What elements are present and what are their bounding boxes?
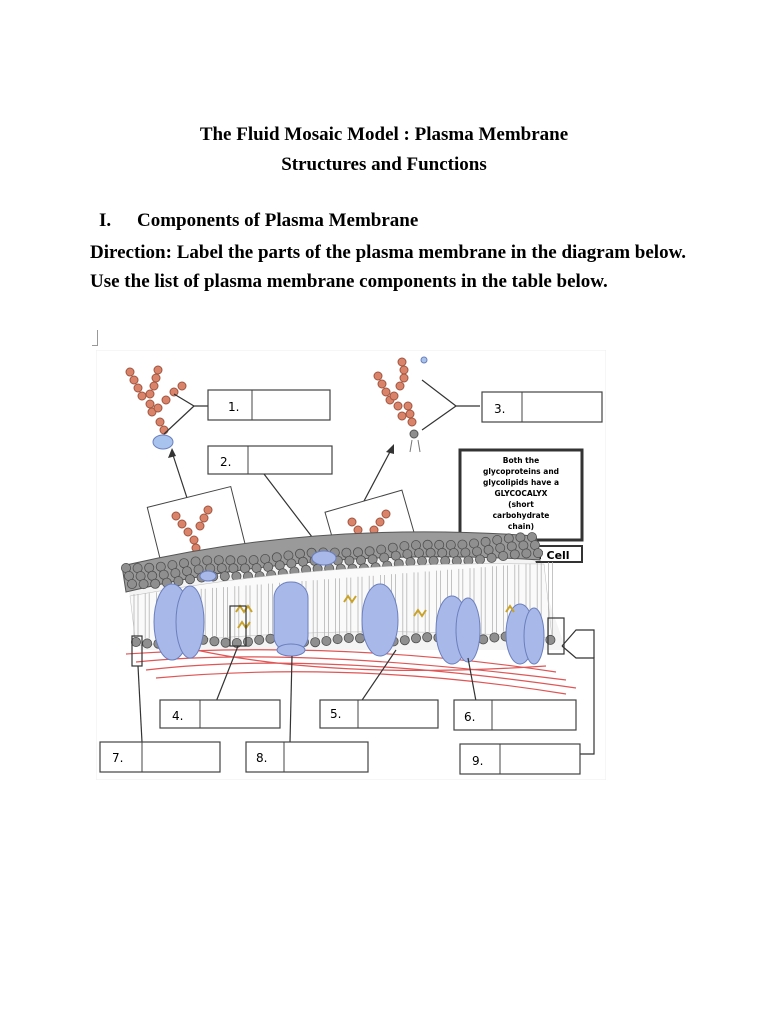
label-number-7: 7. [112, 751, 123, 765]
phospholipid-head [151, 579, 160, 588]
section-heading: I.Components of Plasma Membrane [99, 210, 418, 232]
phospholipid-head [411, 634, 420, 643]
plasma-membrane-diagram: 1. 3. 2. Both the glycop [96, 350, 606, 780]
label-box-6[interactable]: 6. [454, 700, 576, 730]
phospholipid-head [131, 637, 140, 646]
phospholipid-head [510, 550, 519, 559]
glycolipid-chain-right [374, 358, 416, 426]
page-title-line-1: The Fluid Mosaic Model : Plasma Membrane [0, 124, 768, 146]
section-title: Components of Plasma Membrane [137, 210, 418, 231]
label-number-8: 8. [256, 751, 267, 765]
page-title-line-2: Structures and Functions [0, 154, 768, 176]
phospholipid-head [499, 551, 508, 560]
phospholipid-head [546, 635, 555, 644]
phospholipid-head [221, 638, 230, 647]
phospholipid-head [220, 572, 229, 581]
phospholipid-head [243, 637, 252, 646]
phospholipid-head [533, 549, 542, 558]
phospholipid-head [475, 555, 484, 564]
note-line-1: Both the [503, 456, 539, 465]
glycoprotein-chain-left [126, 366, 186, 434]
note-line-7: chain) [508, 522, 534, 531]
label-number-1: 1. [228, 400, 239, 414]
phospholipid-head [522, 549, 531, 558]
phospholipid-head [490, 633, 499, 642]
label-box-1[interactable]: 1. [208, 390, 330, 420]
label-number-3: 3. [494, 402, 505, 416]
label-number-9: 9. [472, 754, 483, 768]
label-number-4: 4. [172, 709, 183, 723]
label-box-4[interactable]: 4. [160, 700, 280, 728]
phospholipid-head [429, 556, 438, 565]
phospholipid-head [417, 557, 426, 566]
glycocalyx-note-box: Both the glycoproteins and glycolipids h… [460, 450, 582, 540]
note-line-2: glycoproteins and [483, 467, 559, 476]
phospholipid-head [423, 633, 432, 642]
direction-text: Direction: Label the parts of the plasma… [90, 238, 690, 296]
phospholipid-head [255, 635, 264, 644]
label-box-5[interactable]: 5. [320, 700, 438, 728]
section-number: I. [99, 210, 137, 232]
note-line-5: (short [508, 500, 534, 509]
label-box-7[interactable]: 7. [100, 742, 220, 772]
phospholipid-head [185, 575, 194, 584]
phospholipid-head [139, 580, 148, 589]
note-line-4: GLYCOCALYX [495, 489, 548, 498]
phospholipid-head [333, 635, 342, 644]
label-box-9[interactable]: 9. [460, 744, 580, 774]
label-number-2: 2. [220, 455, 231, 469]
phospholipid-head [127, 579, 136, 588]
label-number-5: 5. [330, 707, 341, 721]
label-box-2[interactable]: 2. [208, 446, 332, 474]
phospholipid-head [143, 639, 152, 648]
label-number-6: 6. [464, 710, 475, 724]
label-box-3[interactable]: 3. [482, 392, 602, 422]
text-cursor-mark [92, 330, 98, 346]
phospholipid-head [322, 636, 331, 645]
protein-blob-top-left [153, 435, 173, 449]
phospholipid-head [487, 553, 496, 562]
phospholipid-head [210, 637, 219, 646]
label-box-8[interactable]: 8. [246, 742, 368, 772]
note-line-3: glycolipids have a [483, 478, 559, 487]
phospholipid-head [400, 636, 409, 645]
note-line-6: carbohydrate [493, 511, 550, 520]
phospholipid-head [344, 633, 353, 642]
phospholipid-head [311, 638, 320, 647]
